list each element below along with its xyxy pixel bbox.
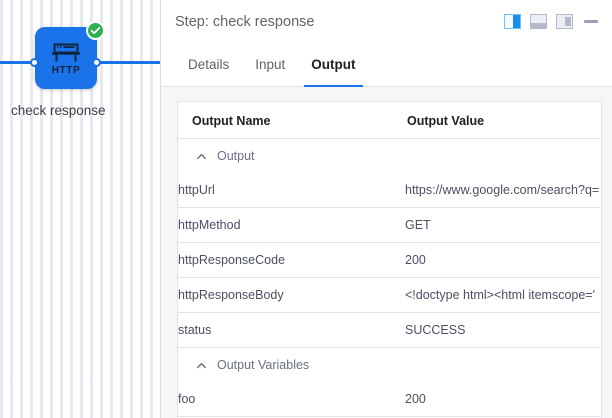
- minimize-icon[interactable]: [584, 20, 598, 23]
- node-caption: check response: [11, 103, 106, 118]
- output-name-cell: httpResponseBody: [178, 277, 405, 313]
- output-value-cell: 200: [405, 382, 601, 417]
- table-header-row: Output Name Output Value: [178, 102, 601, 139]
- output-value-cell: https://www.google.com/search?q=: [405, 173, 601, 208]
- output-value-cell: <!doctype html><html itemscope=': [405, 277, 601, 313]
- table-row: foo 200: [178, 382, 601, 417]
- output-value-cell: 200: [405, 242, 601, 278]
- node-success-badge: [86, 21, 105, 40]
- output-value-cell: GET: [405, 207, 601, 243]
- chevron-up-icon: [196, 360, 207, 371]
- output-table-card: Output Name Output Value: [177, 101, 602, 418]
- output-name-cell: httpUrl: [178, 173, 405, 208]
- column-header-output-value: Output Value: [405, 102, 601, 139]
- output-name-cell: httpMethod: [178, 207, 405, 243]
- workflow-canvas[interactable]: HTTP check response: [0, 0, 160, 418]
- panel-tabs: Details Input Output: [161, 43, 612, 87]
- chevron-up-icon: [196, 151, 207, 162]
- layout-inset-panel-icon[interactable]: [556, 14, 573, 29]
- panel-body: Output Name Output Value: [161, 87, 612, 418]
- workflow-node-check-response[interactable]: HTTP: [35, 27, 97, 89]
- column-header-output-name: Output Name: [178, 102, 405, 139]
- node-output-port[interactable]: [92, 58, 101, 67]
- node-input-port[interactable]: [30, 58, 39, 67]
- table-row: status SUCCESS: [178, 312, 601, 348]
- output-name-cell: foo: [178, 382, 405, 417]
- output-value-cell: SUCCESS: [405, 312, 601, 348]
- panel-header: Step: check response: [161, 0, 612, 43]
- page-title: Step: check response: [175, 13, 315, 30]
- tab-input[interactable]: Input: [255, 57, 286, 72]
- output-name-cell: httpResponseCode: [178, 242, 405, 278]
- table-row: httpMethod GET: [178, 207, 601, 243]
- layout-side-panel-icon[interactable]: [504, 14, 521, 29]
- layout-bottom-panel-icon[interactable]: [530, 14, 547, 29]
- tab-details[interactable]: Details: [188, 57, 230, 72]
- output-name-cell: status: [178, 312, 405, 348]
- tab-output[interactable]: Output: [298, 43, 368, 87]
- table-group-label: Output: [217, 149, 255, 163]
- http-node-icon: [51, 43, 81, 65]
- table-row: httpUrl https://www.google.com/search?q=: [178, 173, 601, 208]
- table-row: httpResponseBody <!doctype html><html it…: [178, 277, 601, 313]
- table-group-row-output-variables[interactable]: Output Variables: [178, 348, 601, 383]
- table-group-row-output[interactable]: Output: [178, 139, 601, 174]
- table-group-label: Output Variables: [217, 358, 310, 372]
- panel-header-actions: [504, 14, 598, 29]
- step-details-panel: Step: check response Details Input Outpu…: [160, 0, 612, 418]
- http-node-icon-label: HTTP: [51, 64, 81, 76]
- table-row: httpResponseCode 200: [178, 242, 601, 278]
- output-table: Output Name Output Value: [178, 102, 601, 417]
